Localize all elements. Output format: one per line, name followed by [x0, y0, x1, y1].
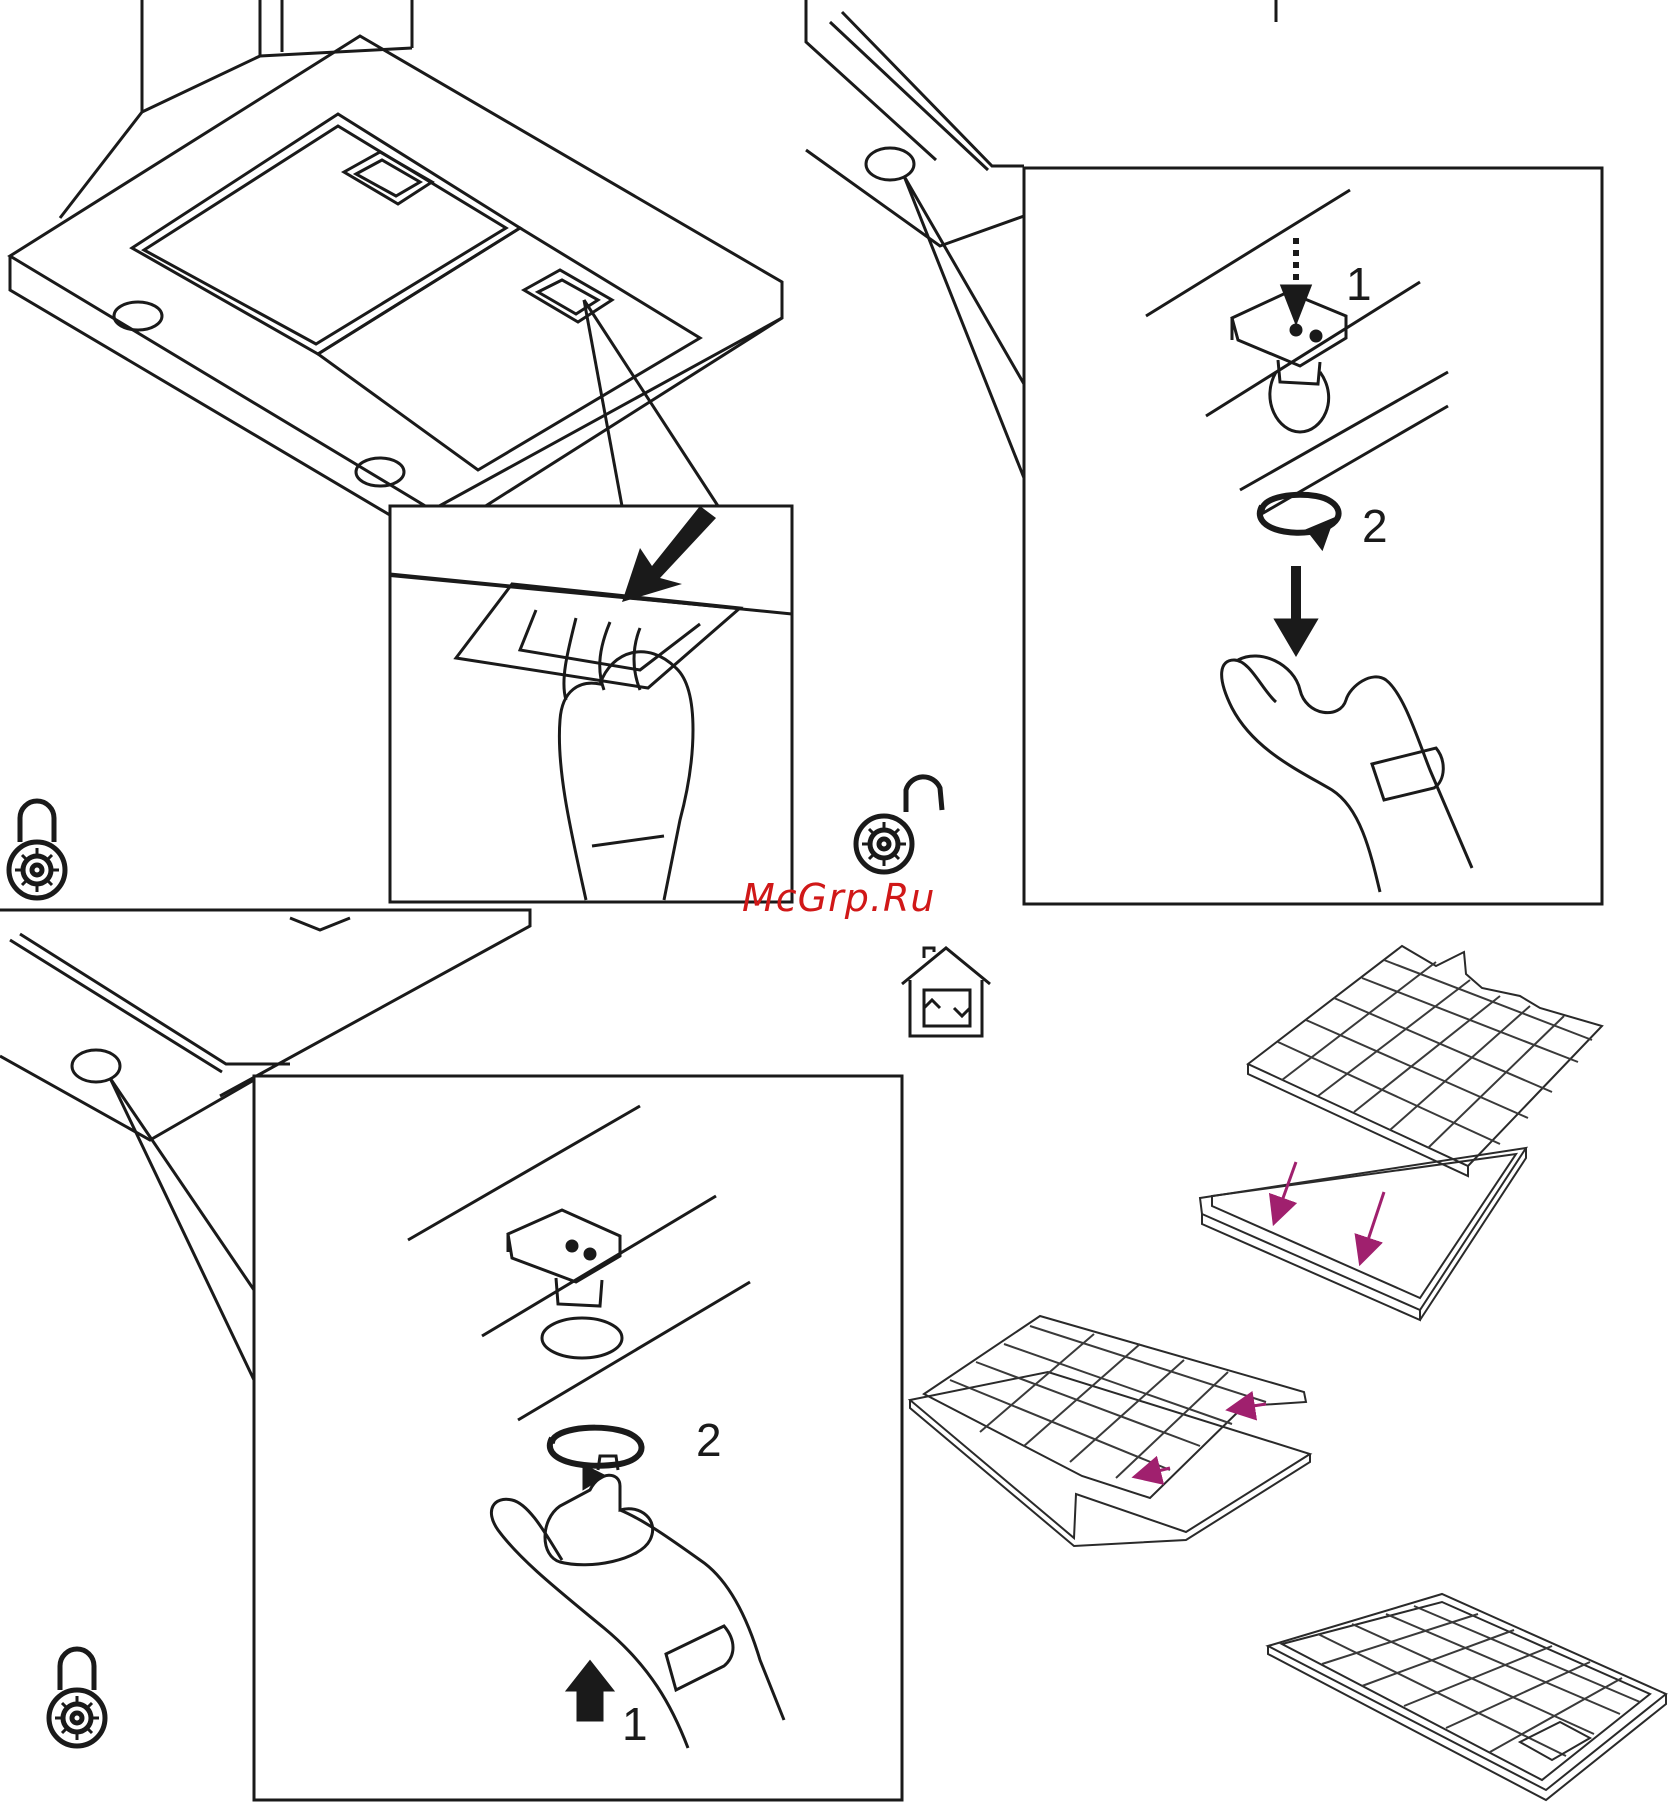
- lamp-install-illustration: [0, 910, 902, 1800]
- padlock-closed-icon: [49, 1649, 105, 1746]
- filter-release-callout: [390, 506, 792, 902]
- step-2-label: 2: [1362, 500, 1388, 552]
- padlock-open-icon: [856, 777, 942, 872]
- house-recirculation-icon: [902, 948, 990, 1036]
- filter-frame-step-2: [910, 1316, 1310, 1546]
- filter-frame-step-1: [1200, 946, 1602, 1320]
- step-1-label: 1: [1346, 258, 1372, 310]
- padlock-closed-icon: [9, 801, 65, 898]
- watermark: McGrp.Ru: [742, 876, 935, 920]
- step-2-label: 2: [696, 1414, 722, 1466]
- lamp-removal-illustration: [806, 0, 1602, 904]
- step-1-label: 1: [622, 1698, 648, 1750]
- filter-frame-step-3: [1268, 1594, 1666, 1800]
- hood-overview-illustration: [10, 0, 782, 540]
